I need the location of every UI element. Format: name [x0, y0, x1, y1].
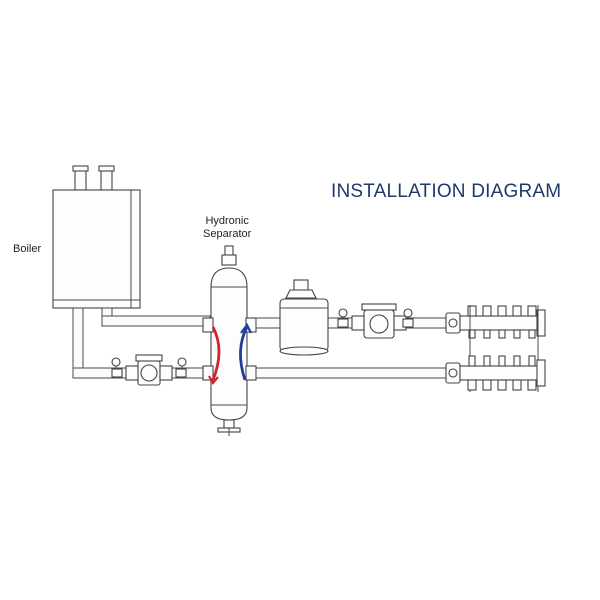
diagram-title: INSTALLATION DIAGRAM: [331, 181, 562, 202]
boiler-isolation-valve-right: [175, 357, 187, 378]
manifold-return-valve: [445, 362, 461, 384]
separator-inlet-nozzle-top: [202, 317, 214, 333]
hot-flow-arrowhead: [208, 375, 219, 385]
separator-label-line-1: Hydronic: [205, 215, 249, 227]
boiler: [52, 165, 141, 309]
expansion-tank: [279, 279, 329, 356]
system-isolation-valve-left: [337, 308, 349, 328]
separator-label-line-2: Separator: [203, 228, 252, 240]
manifold-supply-valve: [445, 312, 461, 334]
boiler-supply-pipe: [101, 307, 211, 327]
boiler-isolation-valve-left: [111, 357, 123, 378]
manifold-supply-header: [459, 305, 546, 339]
boiler-circulator-pump: [125, 354, 173, 386]
hot-flow-arrow: [211, 326, 221, 381]
separator-system-nozzle-bottom: [245, 365, 257, 381]
cold-flow-arrow: [239, 326, 249, 381]
separator-outlet-nozzle-bottom: [202, 365, 214, 381]
hydronic-separator-label: Hydronic Separator: [203, 215, 251, 241]
manifold-return-header: [459, 355, 546, 391]
hydronic-separator: [210, 245, 248, 436]
cold-flow-arrowhead: [240, 322, 252, 334]
system-circulator-pump: [351, 303, 407, 339]
system-isolation-valve-right: [402, 308, 414, 328]
system-return-pipe: [255, 367, 449, 379]
boiler-label: Boiler: [13, 243, 42, 255]
